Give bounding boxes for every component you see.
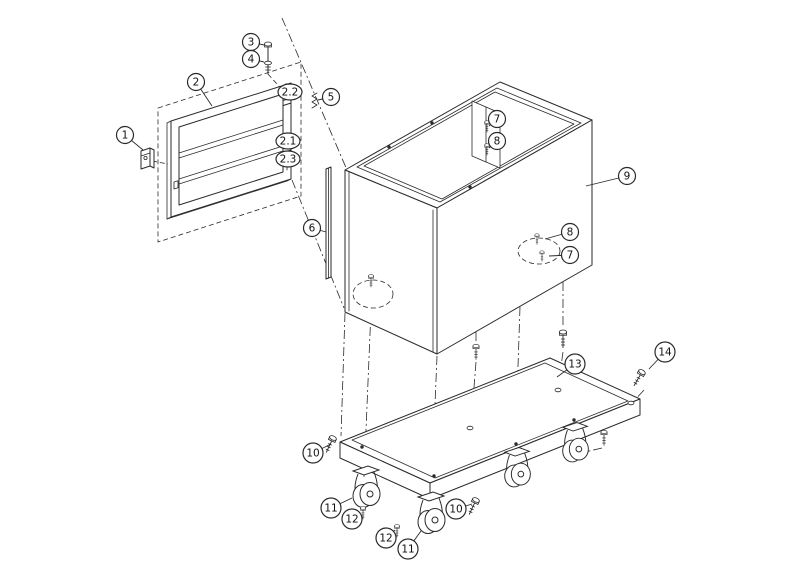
callout-bubble bbox=[320, 497, 342, 519]
callout-bubble bbox=[277, 83, 303, 101]
latch-part bbox=[140, 147, 155, 170]
callout-bubble bbox=[321, 87, 341, 107]
callout-number: 11 bbox=[401, 544, 414, 556]
bolt-10-right bbox=[465, 496, 481, 517]
callout-7-9: 7 bbox=[487, 109, 507, 129]
callout-number: 11 bbox=[324, 503, 337, 515]
callout-10-21: 10 bbox=[445, 498, 473, 520]
washer bbox=[264, 60, 272, 66]
callout-2.3-7: 2.3 bbox=[275, 150, 301, 168]
callout-number: 13 bbox=[568, 359, 581, 371]
callout-bubble bbox=[341, 508, 363, 530]
callout-12-18: 12 bbox=[341, 508, 363, 530]
door-screw-part bbox=[264, 41, 272, 75]
cabinet-right-face bbox=[436, 119, 593, 355]
left-face-mount-circle bbox=[352, 279, 394, 309]
callout-bubble bbox=[115, 125, 135, 145]
callout-14-15: 14 bbox=[648, 341, 676, 370]
callout-number: 3 bbox=[248, 37, 255, 49]
callout-number: 12 bbox=[379, 533, 392, 545]
callout-number: 5 bbox=[328, 92, 335, 104]
callout-bubble bbox=[445, 498, 467, 520]
callout-number: 2.2 bbox=[282, 87, 299, 99]
callout-13-14: 13 bbox=[556, 353, 586, 378]
cabinet-body bbox=[344, 81, 593, 355]
door-alignment-box bbox=[157, 61, 302, 243]
callout-number: 9 bbox=[624, 171, 631, 183]
callout-6-8: 6 bbox=[302, 218, 327, 238]
callout-2.2-4: 2.2 bbox=[277, 83, 303, 101]
callout-bubble bbox=[241, 49, 261, 69]
callout-number: 8 bbox=[567, 227, 574, 239]
callout-number: 2.1 bbox=[280, 136, 297, 148]
callout-number: 12 bbox=[345, 514, 358, 526]
plate-bolt-back bbox=[558, 329, 568, 349]
callout-number: 4 bbox=[248, 54, 255, 66]
callout-9-11: 9 bbox=[585, 166, 637, 187]
callout-number: 2.3 bbox=[280, 154, 297, 166]
callout-bubble bbox=[275, 150, 301, 168]
callout-number: 1 bbox=[122, 130, 129, 142]
callout-bubble bbox=[487, 131, 507, 151]
callout-bubble bbox=[654, 341, 676, 363]
callout-12-19: 12 bbox=[375, 527, 397, 549]
callout-bubble bbox=[397, 538, 419, 560]
callout-4-3: 4 bbox=[241, 49, 265, 69]
plate-bolt-mid bbox=[472, 343, 480, 360]
callout-number: 7 bbox=[494, 114, 501, 126]
callout-number: 2 bbox=[193, 77, 200, 89]
callout-bubble bbox=[564, 353, 586, 375]
callout-bubble bbox=[302, 442, 324, 464]
callout-number: 7 bbox=[567, 250, 574, 262]
cabinet-top-rim-inner bbox=[356, 87, 582, 203]
callout-bubble bbox=[375, 527, 397, 549]
callout-number: 10 bbox=[449, 504, 462, 516]
callout-bubble bbox=[617, 166, 637, 186]
base-plate bbox=[339, 357, 641, 500]
bolt-14 bbox=[630, 368, 647, 389]
callout-number: 8 bbox=[494, 136, 501, 148]
plate-bolt-right bbox=[600, 429, 608, 446]
callout-bubble bbox=[186, 72, 206, 92]
callout-8-12: 8 bbox=[544, 222, 580, 242]
callout-7-13: 7 bbox=[548, 245, 580, 265]
callout-bubble bbox=[560, 245, 580, 265]
callout-bubble bbox=[560, 222, 580, 242]
screw-head bbox=[264, 41, 272, 47]
callout-2.1-6: 2.1 bbox=[275, 132, 301, 150]
callout-11-17: 11 bbox=[320, 497, 353, 519]
callout-bubble bbox=[275, 132, 301, 150]
caster-front-mid bbox=[417, 491, 446, 534]
callout-1-0: 1 bbox=[115, 125, 144, 151]
door-handle-slot bbox=[173, 180, 179, 190]
callout-bubble bbox=[487, 109, 507, 129]
callout-8-10: 8 bbox=[487, 131, 507, 151]
callout-10-16: 10 bbox=[302, 442, 332, 464]
hinge-spring-part bbox=[311, 92, 318, 109]
callout-number: 10 bbox=[306, 448, 319, 460]
callout-number: 6 bbox=[309, 223, 316, 235]
callout-3-2: 3 bbox=[241, 32, 265, 52]
callout-5-5: 5 bbox=[317, 87, 341, 107]
callout-11-20: 11 bbox=[397, 530, 422, 560]
callout-number: 14 bbox=[658, 347, 672, 359]
callout-bubble bbox=[302, 218, 322, 238]
right-face-mount-circle bbox=[517, 237, 561, 265]
door-assembly bbox=[157, 61, 302, 243]
callout-2-1: 2 bbox=[186, 72, 213, 107]
trim-strip-part bbox=[325, 166, 332, 280]
